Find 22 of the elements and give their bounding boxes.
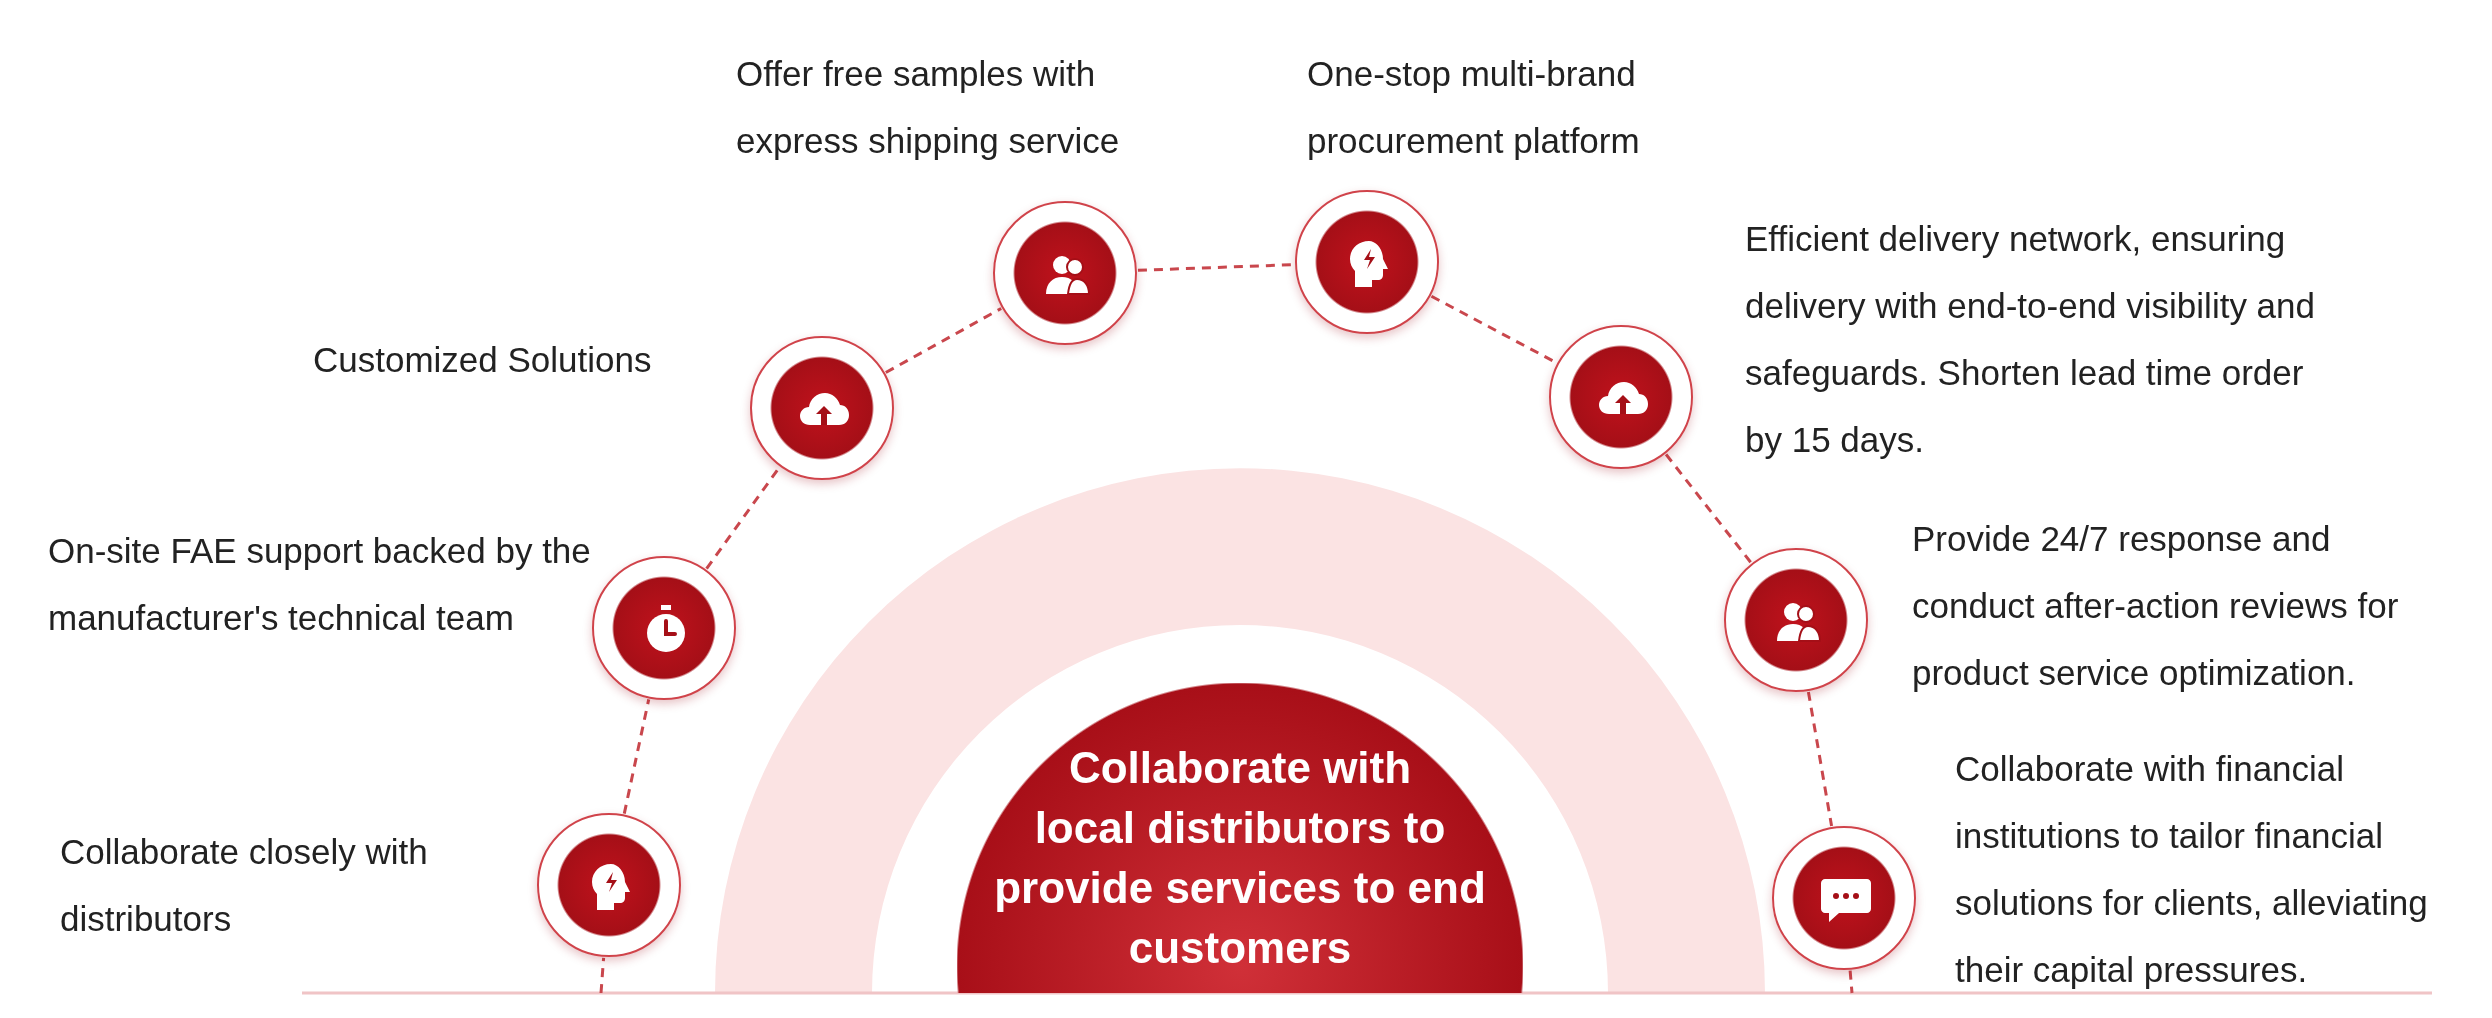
feature-text: Collaborate closely with distributors bbox=[60, 831, 429, 940]
icon-circle bbox=[1549, 325, 1693, 469]
icon-circle bbox=[750, 336, 894, 480]
icon-circle bbox=[993, 201, 1137, 345]
feature-text: Efficient delivery network, ensuring delivery with end-to-end visibility and safeguards. Shorten lead time order by 15 days. bbox=[1745, 218, 2316, 461]
dashed-connector bbox=[1806, 691, 1834, 827]
feature-text: One-stop multi-brand procurement platform bbox=[1307, 53, 1641, 162]
dashed-connector bbox=[622, 699, 651, 814]
dashed-connector bbox=[599, 957, 606, 994]
icon-circle bbox=[1772, 826, 1916, 970]
dashed-connector bbox=[1848, 970, 1854, 994]
dashed-connector bbox=[885, 307, 1002, 374]
icon-circle bbox=[592, 556, 736, 700]
icon-circle bbox=[537, 813, 681, 957]
dashed-connector bbox=[1664, 453, 1753, 564]
icon-circle bbox=[1295, 190, 1439, 334]
icon-circle bbox=[1724, 548, 1868, 692]
feature-text: On-site FAE support backed by the manufacturer's technical team bbox=[48, 530, 592, 639]
feature-text: Collaborate with financial institutions to tailor financial solutions for clients, alleviating their capital pressures. bbox=[1955, 748, 2429, 991]
feature-text: Provide 24/7 response and conduct after-action reviews for product service optimization. bbox=[1912, 518, 2400, 694]
feature-text: Customized Solutions bbox=[313, 339, 653, 381]
feature-text: Offer free samples with express shipping service bbox=[736, 53, 1121, 162]
